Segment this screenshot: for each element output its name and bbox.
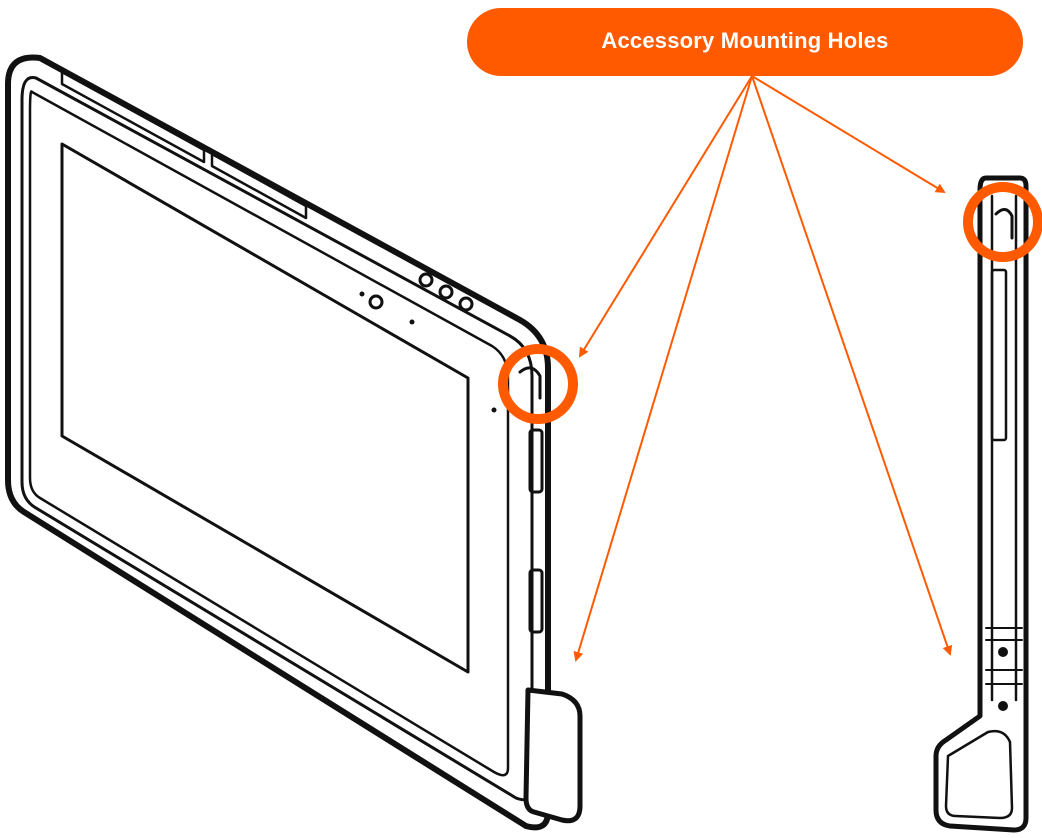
callout-label-text: Accessory Mounting Holes <box>601 28 889 53</box>
camera-icon <box>368 294 384 310</box>
arrow-to-side-bottom-hole <box>751 75 953 656</box>
arrow-to-front-bottom-hole <box>573 75 753 662</box>
arrow-to-front-top-hole <box>578 75 753 358</box>
highlight-circle-side <box>963 182 1042 262</box>
tablet-side-illustration <box>933 175 1029 833</box>
callout-label: Accessory Mounting Holes <box>467 8 1023 76</box>
side-body-outline <box>933 175 1029 833</box>
tablet-front-illustration <box>5 54 583 831</box>
tablet-foot <box>523 687 583 824</box>
highlight-circle-front <box>498 344 578 424</box>
leader-arrows <box>573 75 953 662</box>
arrow-to-side-top-hole <box>751 75 946 194</box>
tablet-display <box>60 142 470 674</box>
